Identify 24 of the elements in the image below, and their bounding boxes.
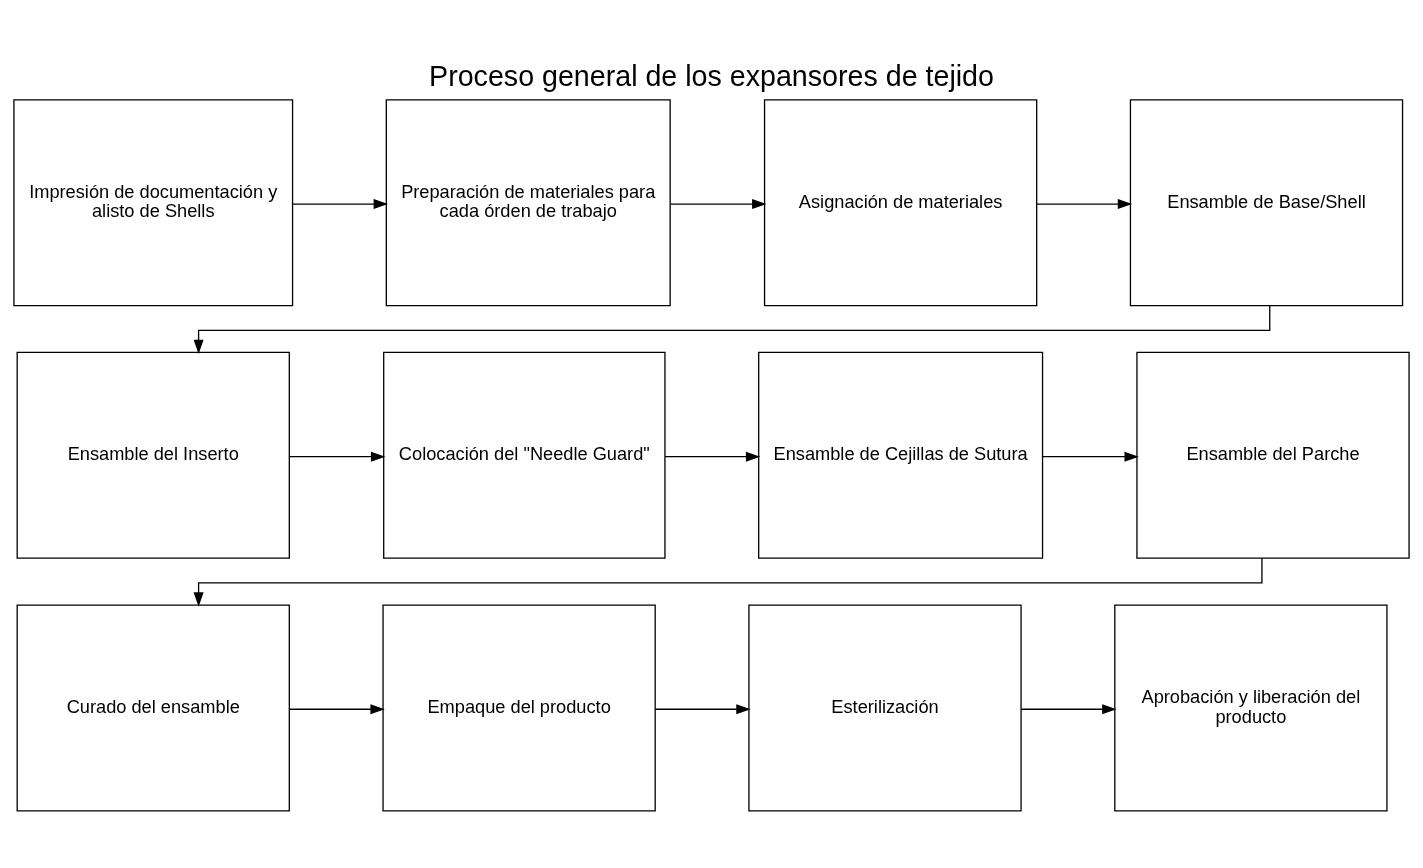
arrow <box>664 451 761 462</box>
node-box: Ensamble del Parche <box>1136 351 1410 559</box>
node-box: Empaque del producto <box>382 603 656 811</box>
node-box: Curado del ensamble <box>16 603 290 811</box>
node-box: Preparación de materiales para cada órden de trabajo <box>385 98 671 306</box>
node-box: Aprobación y liberación del producto <box>1114 603 1388 811</box>
arrow <box>288 451 386 462</box>
arrow <box>1036 198 1133 209</box>
node-box: Colocación del "Needle Guard" <box>383 351 666 559</box>
node-box: Asignación de materiales <box>763 98 1038 306</box>
arrow <box>193 557 1263 607</box>
arrow <box>288 703 385 714</box>
arrow <box>193 304 1271 354</box>
node-box: Ensamble de Base/Shell <box>1129 98 1404 306</box>
arrow <box>1042 451 1139 462</box>
arrow <box>654 703 751 714</box>
arrow <box>1020 703 1117 714</box>
node-box: Ensamble de Cejillas de Sutura <box>758 351 1044 559</box>
node-box: Impresión de documentación y alisto de Shells <box>13 98 294 306</box>
node-box: Esterilización <box>748 603 1022 811</box>
node-box: Ensamble del Inserto <box>16 351 290 559</box>
arrow <box>669 198 767 209</box>
arrow <box>292 198 388 209</box>
diagram-title: Proceso general de los expansores de tejido <box>429 59 994 92</box>
